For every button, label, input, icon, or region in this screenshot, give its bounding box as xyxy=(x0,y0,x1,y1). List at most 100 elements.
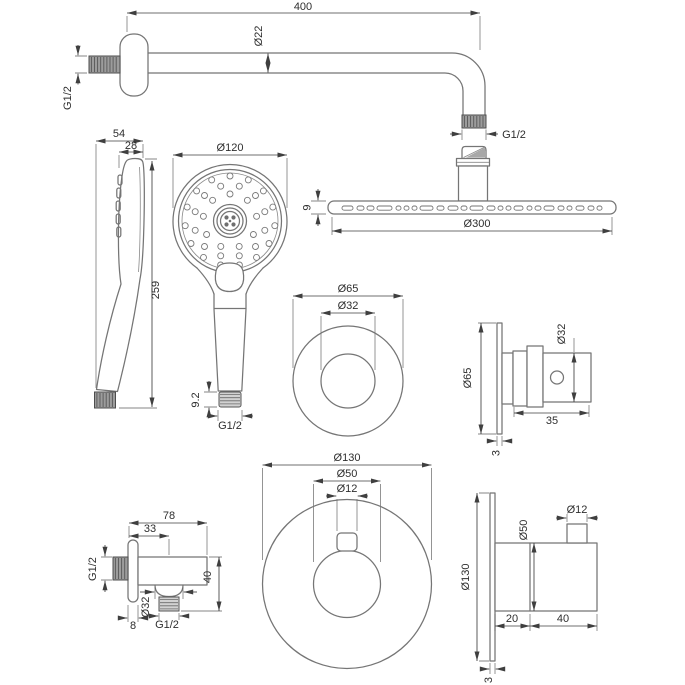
spray-nozzle xyxy=(193,187,201,195)
nozzle-dash xyxy=(411,205,418,211)
spray-nozzle xyxy=(253,212,261,220)
nozzle-dash xyxy=(419,205,434,211)
thread-hatch xyxy=(90,57,117,72)
spray-nozzle xyxy=(203,231,211,238)
dim-hand-head-depth: 28 xyxy=(125,140,137,152)
spray-nozzle xyxy=(187,240,195,247)
thread-hatch xyxy=(114,558,126,579)
spray-nozzle xyxy=(209,196,217,204)
large-trim-dial xyxy=(312,549,382,619)
diverter-button xyxy=(214,262,245,293)
spray-nozzle xyxy=(271,222,279,230)
dim-small-trim-inner: Ø32 xyxy=(338,300,359,312)
spray-nozzle xyxy=(261,208,269,216)
spray-nozzle xyxy=(217,242,225,250)
hand-shower-head-rim xyxy=(172,163,288,269)
spray-nozzle xyxy=(183,203,191,211)
outlet-body xyxy=(137,556,208,586)
dim-small-trim-side-plate: Ø65 xyxy=(462,368,474,389)
large-trim-plate xyxy=(261,498,433,670)
nozzle-dash xyxy=(366,205,375,211)
nozzle-dash xyxy=(447,205,459,211)
spray-nozzle xyxy=(217,182,225,190)
dim-small-trim-side-knob: Ø32 xyxy=(556,324,568,345)
small-trim-side-plate xyxy=(496,322,503,435)
nozzle-dash xyxy=(341,205,354,211)
hand-shower-thread xyxy=(218,391,242,408)
spray-nozzle xyxy=(252,192,259,199)
dim-arm-length: 400 xyxy=(294,1,312,13)
thread-hatch xyxy=(463,116,484,127)
dim-arm-pipe-diameter: Ø22 xyxy=(253,26,265,47)
nozzle-dash xyxy=(505,205,512,211)
spray-nozzle xyxy=(226,172,234,180)
dim-large-trim-side-plate: Ø130 xyxy=(460,564,472,591)
spray-nozzle xyxy=(253,253,260,261)
hand-shower-front-view: Ø120 9.2 G1/2 xyxy=(172,142,288,432)
head-connector-body xyxy=(457,165,489,202)
spray-nozzle xyxy=(191,226,199,234)
wall-thread xyxy=(88,55,121,74)
dim-large-trim-plate-thickness: 3 xyxy=(483,677,495,683)
diverter-trim-front-view: Ø130 Ø50 Ø12 xyxy=(261,452,433,670)
outlet-dome xyxy=(154,584,184,598)
dim-large-trim-knob: Ø12 xyxy=(337,483,358,495)
spray-nozzle xyxy=(200,253,207,261)
overhead-shower-assembly-view: 400 G1/2 Ø22 G1/2 9 Ø300 xyxy=(62,1,617,235)
dim-arm-outlet-thread: G1/2 xyxy=(502,129,526,141)
spray-nozzle xyxy=(235,252,243,260)
spray-nozzle xyxy=(191,208,199,216)
nozzle-dash xyxy=(575,205,585,211)
dim-outlet-height: 40 xyxy=(202,571,214,583)
nozzle-dash xyxy=(534,205,542,211)
spray-nozzle xyxy=(244,176,252,184)
nozzle-dash xyxy=(526,205,533,211)
thread-hatch xyxy=(96,393,113,407)
nozzle-dash xyxy=(596,205,603,211)
large-trim-side-plate xyxy=(489,492,496,662)
wall-outlet-view: 78 33 G1/2 Ø32 G1/2 8 40 xyxy=(87,510,222,632)
spray-nozzle xyxy=(199,212,207,220)
nozzle-dash xyxy=(376,205,393,211)
dim-large-trim-side-knob: Ø12 xyxy=(567,504,588,516)
outlet-down-thread xyxy=(158,596,180,612)
dim-hand-thread: G1/2 xyxy=(218,420,242,432)
nozzle-dash xyxy=(587,205,595,211)
thread-hatch xyxy=(220,394,240,405)
small-trim-plate xyxy=(292,325,404,437)
nozzle-dash xyxy=(486,205,496,211)
nozzle-dash xyxy=(513,205,524,211)
dim-outlet-wall-thread: G1/2 xyxy=(87,557,99,581)
nozzle-dash xyxy=(356,205,365,211)
nozzle-dash xyxy=(403,205,410,211)
ball-joint-cap xyxy=(461,145,487,159)
nozzle-dash xyxy=(460,205,468,211)
thermostat-trim-side-view: Ø65 Ø32 35 3 xyxy=(462,322,592,456)
spray-nozzle xyxy=(217,252,225,260)
dim-outlet-length: 78 xyxy=(163,510,175,522)
dim-large-trim-depth-2: 40 xyxy=(557,613,569,625)
dim-small-trim-outer: Ø65 xyxy=(338,283,359,295)
dim-hand-depth: 54 xyxy=(113,128,125,140)
spray-nozzle xyxy=(235,242,243,250)
nozzle-dash xyxy=(557,205,565,211)
shower-arm-pipe xyxy=(147,52,486,116)
dim-arm-wall-thread: G1/2 xyxy=(62,86,74,110)
dim-outlet-thread: G1/2 xyxy=(155,619,179,631)
dim-hand-height: 259 xyxy=(150,281,162,299)
dim-small-trim-plate-thickness: 3 xyxy=(491,450,503,456)
outlet-flange xyxy=(127,539,139,603)
thread-hatch xyxy=(160,599,178,610)
dim-hand-diameter: Ø120 xyxy=(217,142,244,154)
hand-shower-nozzles xyxy=(181,172,279,269)
dim-head-thickness: 9 xyxy=(302,204,314,210)
rain-head-nozzle-rows xyxy=(341,205,603,211)
dim-outlet-flange-thickness: 8 xyxy=(130,620,136,632)
dim-head-diameter: Ø300 xyxy=(464,218,491,230)
nozzle-dash xyxy=(395,205,402,211)
hand-shower-side-view: 54 28 259 xyxy=(94,128,162,409)
thermostat-trim-front-view: Ø65 Ø32 xyxy=(292,283,404,437)
hand-shower-side-body xyxy=(95,157,145,393)
